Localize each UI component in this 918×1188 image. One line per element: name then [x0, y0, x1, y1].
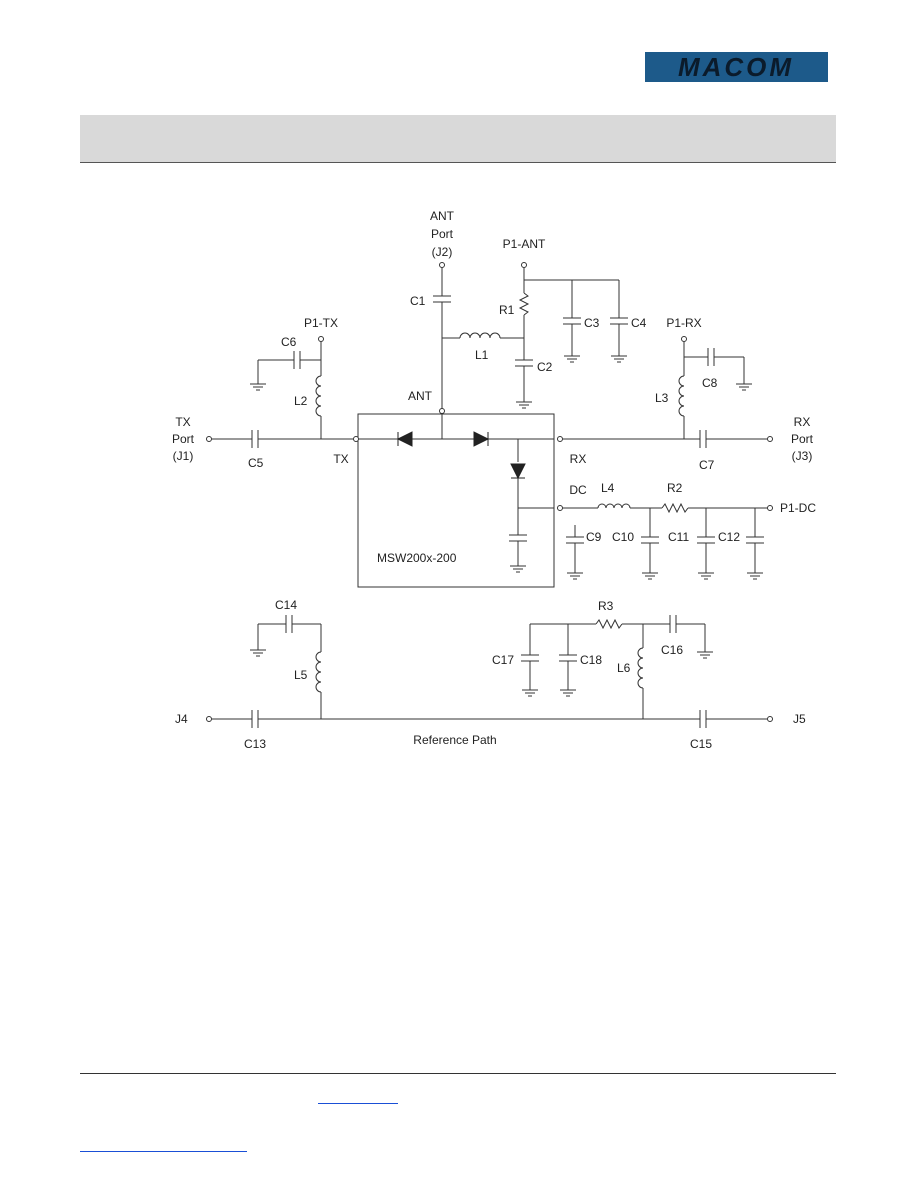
p1-tx-label: P1-TX: [304, 316, 338, 330]
c10-label: C10: [612, 530, 634, 544]
tx-port-label-3: (J1): [173, 449, 194, 463]
chip-pin-rx: RX: [570, 452, 587, 466]
c7-label: C7: [699, 458, 715, 472]
p1-dc-label: P1-DC: [780, 501, 816, 515]
c18-label: C18: [580, 653, 602, 667]
chip-pin-ant: ANT: [408, 389, 433, 403]
l3-label: L3: [655, 391, 669, 405]
footer-divider: [80, 1073, 836, 1074]
rx-port-label-1: RX: [794, 415, 811, 429]
l6-label: L6: [617, 661, 631, 675]
c1-label: C1: [410, 294, 426, 308]
p1-rx-label: P1-RX: [666, 316, 701, 330]
ant-port-label-1: ANT: [430, 209, 455, 223]
r3-label: R3: [598, 599, 614, 613]
c4-label: C4: [631, 316, 647, 330]
logo-text: MACOM: [678, 52, 794, 82]
c17-label: C17: [492, 653, 514, 667]
l5-label: L5: [294, 668, 308, 682]
chip-pin-dc: DC: [569, 483, 587, 497]
macom-logo: MACOM: [645, 52, 828, 82]
chip-part-label: MSW200x-200: [377, 551, 457, 565]
j5-label: J5: [793, 712, 806, 726]
tx-port-label-2: Port: [172, 432, 195, 446]
l1-label: L1: [475, 348, 489, 362]
l2-label: L2: [294, 394, 308, 408]
c6-label: C6: [281, 335, 297, 349]
c16-label: C16: [661, 643, 683, 657]
p1-ant-label: P1-ANT: [503, 237, 546, 251]
c2-label: C2: [537, 360, 553, 374]
ant-port-label-2: Port: [431, 227, 454, 241]
reference-path-label: Reference Path: [413, 733, 496, 747]
header-divider: [80, 162, 836, 163]
l4-label: L4: [601, 481, 615, 495]
c12-label: C12: [718, 530, 740, 544]
header-bar: [80, 115, 836, 163]
rx-port-label-3: (J3): [792, 449, 813, 463]
c11-label: C11: [668, 530, 689, 544]
c15-label: C15: [690, 737, 712, 751]
c8-label: C8: [702, 376, 718, 390]
c14-label: C14: [275, 598, 297, 612]
footer-link-underline[interactable]: [318, 1103, 398, 1104]
c13-label: C13: [244, 737, 266, 751]
rx-port-label-2: Port: [791, 432, 814, 446]
r1-label: R1: [499, 303, 515, 317]
chip-pin-tx: TX: [333, 452, 348, 466]
c3-label: C3: [584, 316, 600, 330]
tx-port-label-1: TX: [175, 415, 190, 429]
j4-label: J4: [175, 712, 188, 726]
footer-link-underline-2[interactable]: [80, 1151, 247, 1152]
ant-port-label-3: (J2): [432, 245, 453, 259]
c5-label: C5: [248, 456, 264, 470]
r2-label: R2: [667, 481, 683, 495]
c9-label: C9: [586, 530, 602, 544]
